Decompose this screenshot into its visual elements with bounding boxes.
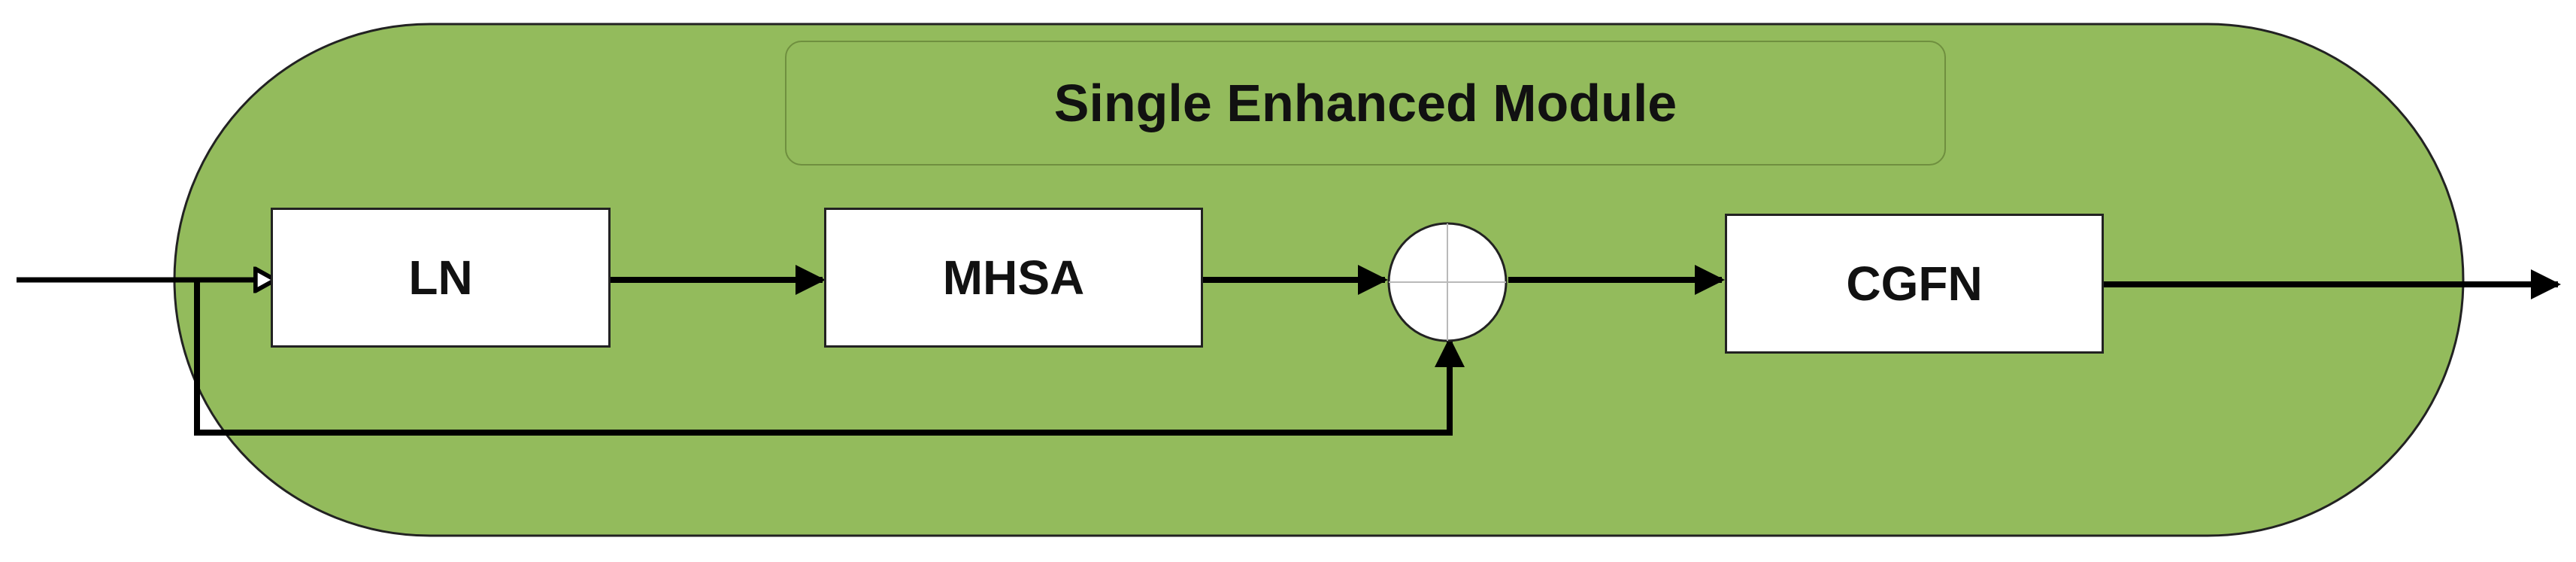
cgfn-block: CGFN bbox=[1725, 214, 2104, 354]
ln-block: LN bbox=[271, 208, 611, 348]
cgfn-label: CGFN bbox=[1846, 257, 1983, 311]
skip-connection-line bbox=[194, 280, 1465, 436]
module-title: Single Enhanced Module bbox=[1053, 74, 1677, 132]
ln-label: LN bbox=[408, 251, 473, 305]
module-title-box: Single Enhanced Module bbox=[785, 41, 1946, 166]
mhsa-block: MHSA bbox=[824, 208, 1203, 348]
plus-circle-icon bbox=[1387, 222, 1508, 342]
mhsa-label: MHSA bbox=[942, 251, 1085, 305]
